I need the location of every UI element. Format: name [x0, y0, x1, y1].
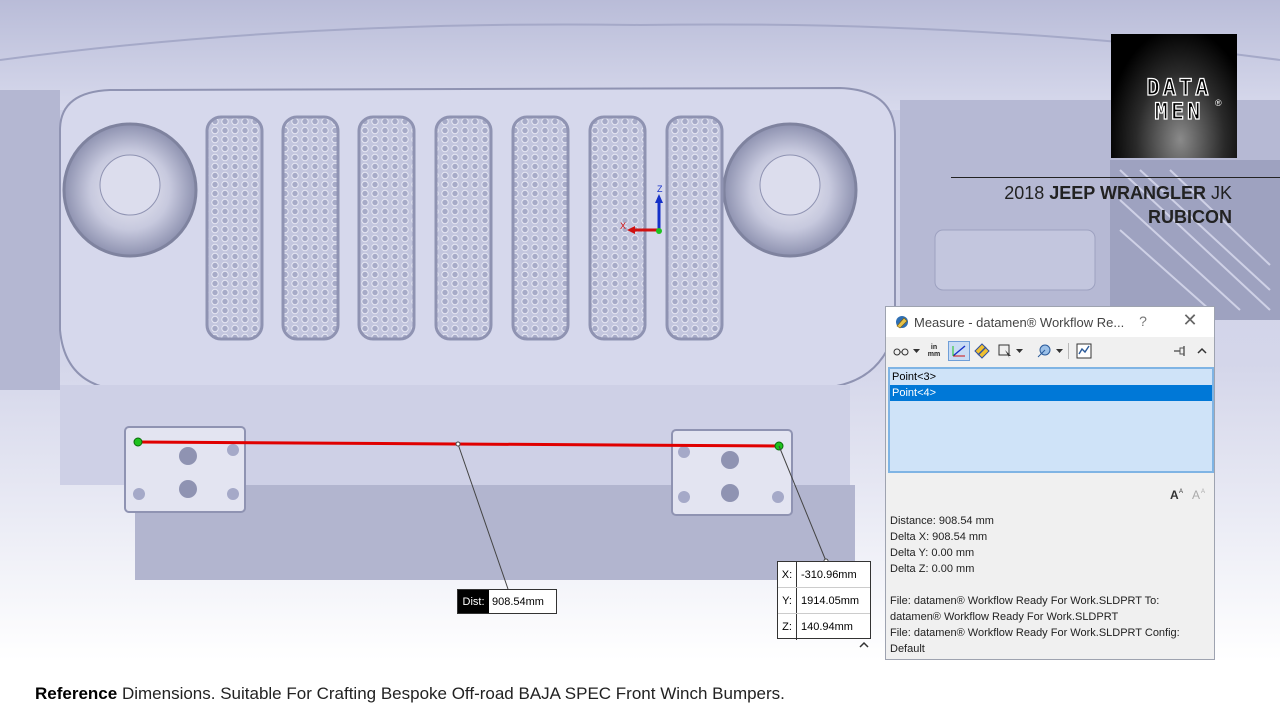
- measure-results: Distance: 908.54 mm Delta X: 908.54 mm D…: [890, 513, 1212, 657]
- history-button[interactable]: [1074, 341, 1094, 361]
- projection-dropdown-icon[interactable]: [1016, 347, 1023, 355]
- measure-titlebar[interactable]: Measure - datamen® Workflow Re... ? ✕: [886, 307, 1214, 337]
- result-distance: Distance: 908.54 mm: [890, 515, 994, 527]
- point-to-point-icon: [974, 343, 990, 359]
- point-to-point-button[interactable]: [972, 341, 992, 361]
- result-delta-x: Delta X: 908.54 mm: [890, 531, 988, 543]
- hood-crease: [0, 23, 1280, 61]
- selection-item-point4[interactable]: Point<4>: [890, 385, 1212, 401]
- increase-font-icon[interactable]: A A: [1170, 487, 1186, 501]
- svg-text:A: A: [1201, 489, 1205, 495]
- logo-line-2: MEN: [1154, 99, 1204, 125]
- projection-icon: [998, 344, 1011, 359]
- tire-tread-lines: [1119, 169, 1271, 311]
- collapse-icon: [1197, 347, 1207, 354]
- selection-item-point3[interactable]: Point<3>: [892, 371, 937, 383]
- distance-callout[interactable]: Dist: 908.54mm: [457, 589, 557, 614]
- svg-text:A: A: [1170, 488, 1179, 501]
- chevron-up-icon[interactable]: [858, 640, 870, 650]
- triad-x-label: X: [620, 221, 626, 231]
- vehicle-year: 2018: [1004, 183, 1050, 203]
- x-key: X:: [778, 562, 797, 587]
- datamen-logo: DATA MEN ®: [1111, 34, 1237, 158]
- title-divider: [951, 177, 1280, 178]
- units-button[interactable]: in mm: [924, 341, 944, 361]
- result-file-line-1: File: datamen® Workflow Ready For Work.S…: [890, 595, 1160, 607]
- vehicle-trim: RUBICON: [1148, 207, 1232, 227]
- result-file-line-3: File: datamen® Workflow Ready For Work.S…: [890, 627, 1180, 639]
- close-button[interactable]: ✕: [1182, 310, 1198, 330]
- xyz-callout[interactable]: X: -310.96mm Y: 1914.05mm Z: 140.94mm: [777, 561, 871, 640]
- jeep-model-render: Z X: [0, 0, 1280, 590]
- fog-lamp-housing: [934, 229, 1096, 291]
- pin-button[interactable]: [1172, 341, 1188, 361]
- right-bracket: [671, 429, 793, 516]
- xyz-row-z: Z: 140.94mm: [778, 614, 870, 640]
- pin-icon: [1174, 346, 1185, 356]
- result-file-line-2: datamen® Workflow Ready For Work.SLDPRT: [890, 611, 1119, 623]
- history-icon: [1076, 343, 1092, 359]
- decrease-font-icon[interactable]: A A: [1192, 487, 1208, 501]
- z-value: 140.94mm: [801, 621, 853, 633]
- coordinate-triad: Z X: [620, 184, 663, 234]
- xyz-delta-button[interactable]: [948, 341, 970, 361]
- dist-leader-anchor: [455, 441, 461, 447]
- result-file-line-4: Default: [890, 643, 925, 655]
- logo-registered-mark: ®: [1215, 98, 1222, 108]
- left-fender: [0, 90, 60, 390]
- vehicle-make-model: JEEP WRANGLER: [1049, 183, 1211, 203]
- xyz-delta-icon: [952, 345, 966, 357]
- caption-text: Dimensions. Suitable For Crafting Bespok…: [117, 684, 785, 703]
- distance-callout-value: 908.54mm: [492, 595, 544, 608]
- point-marker-3: [133, 437, 143, 447]
- projection-button[interactable]: [996, 341, 1014, 361]
- svg-text:A: A: [1179, 489, 1183, 495]
- y-key: Y:: [778, 588, 797, 613]
- toolbar-separator: [1068, 343, 1069, 359]
- left-bracket: [124, 426, 246, 513]
- result-delta-z: Delta Z: 0.00 mm: [890, 563, 975, 575]
- vehicle-series: JK: [1210, 183, 1232, 203]
- x-value: -310.96mm: [801, 568, 857, 581]
- result-delta-y: Delta Y: 0.00 mm: [890, 547, 975, 559]
- measure-title: Measure - datamen® Workflow Re...: [914, 315, 1125, 330]
- caption: Reference Dimensions. Suitable For Craft…: [35, 684, 785, 704]
- help-button[interactable]: ?: [1139, 313, 1147, 329]
- caption-bold: Reference: [35, 684, 118, 703]
- sensor-icon: [1037, 344, 1051, 358]
- arc-center-button[interactable]: [892, 341, 910, 361]
- xyz-row-y: Y: 1914.05mm: [778, 588, 870, 614]
- sensor-dropdown-icon[interactable]: [1056, 347, 1063, 355]
- measure-app-icon: [896, 316, 908, 329]
- distance-callout-label: Dist:: [458, 590, 489, 613]
- xyz-row-x: X: -310.96mm: [778, 562, 870, 588]
- measure-toolbar: in mm: [886, 337, 1214, 365]
- measure-dialog[interactable]: Measure - datamen® Workflow Re... ? ✕ in…: [885, 306, 1215, 660]
- sensor-button[interactable]: [1034, 341, 1054, 361]
- units-label: in mm: [927, 344, 941, 358]
- logo-line-1: DATA: [1146, 75, 1212, 101]
- collapse-button[interactable]: [1194, 341, 1210, 361]
- model-viewport[interactable]: Z X DATA MEN ® 2018 JEEP WRANGLER JK RUB…: [0, 0, 1280, 660]
- left-headlamp-inner: [99, 154, 161, 216]
- y-value: 1914.05mm: [801, 594, 860, 607]
- arc-center-dropdown-icon[interactable]: [913, 347, 920, 355]
- grille-slots: [205, 115, 724, 341]
- arc-center-icon: [893, 348, 909, 356]
- z-key: Z:: [778, 614, 797, 640]
- svg-text:A: A: [1192, 488, 1200, 501]
- xyz-leader: [778, 445, 827, 562]
- right-headlamp-inner: [759, 154, 821, 216]
- vehicle-title: 2018 JEEP WRANGLER JK: [1004, 183, 1232, 204]
- dist-leader: [457, 443, 509, 590]
- triad-z-label: Z: [657, 184, 663, 194]
- selection-list[interactable]: Point<3> Point<4>: [888, 367, 1214, 473]
